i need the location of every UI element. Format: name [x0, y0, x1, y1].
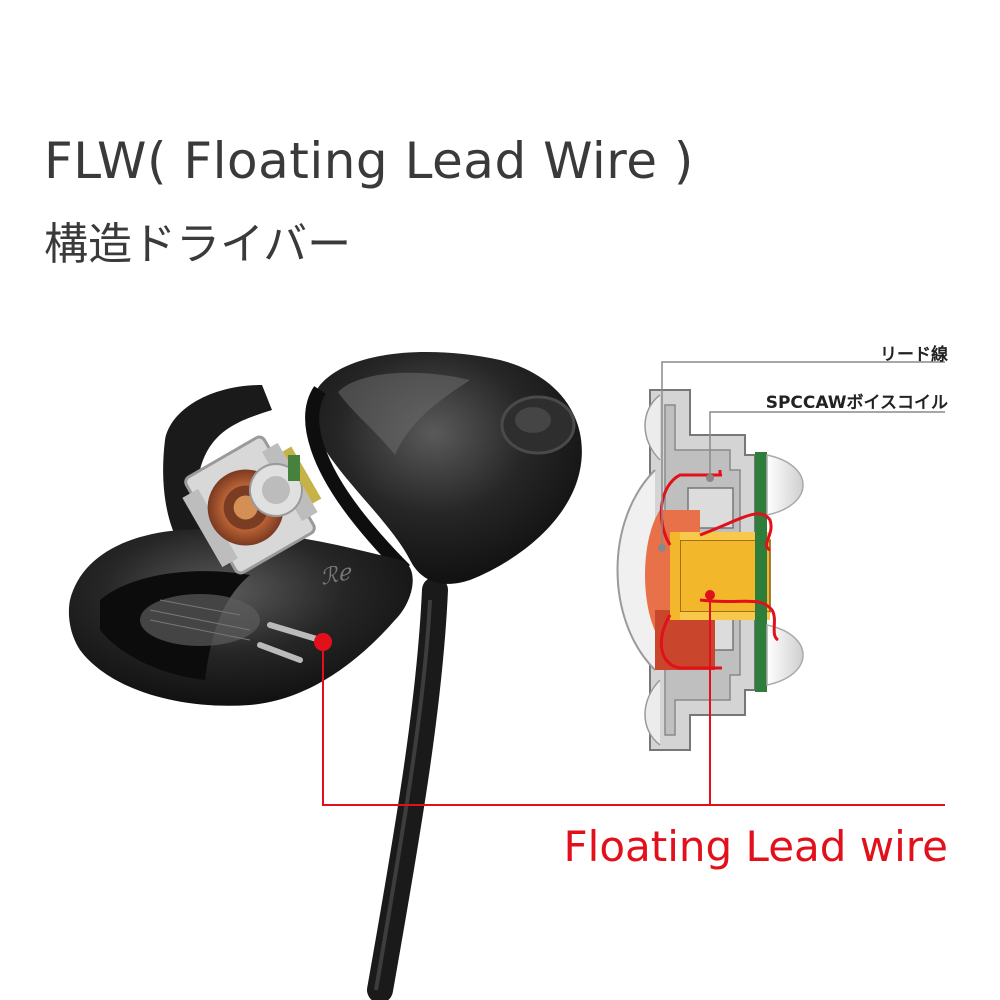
- earphone-cable: [367, 577, 448, 1000]
- diagram-subtitle: 構造ドライバー: [44, 219, 352, 270]
- terminal-dome-top: [766, 454, 804, 516]
- earphone-illustration: ℛℯ: [68, 352, 582, 1000]
- driver-cross-section: [616, 389, 804, 751]
- terminal-dome-bottom: [766, 624, 804, 686]
- driver-unit: [182, 435, 322, 575]
- voice-coil-label: SPCCAWボイスコイル: [765, 393, 948, 413]
- floating-lead-wire-label: Floating Lead wire: [563, 822, 948, 871]
- diagram-title: FLW( Floating Lead Wire ): [44, 132, 694, 190]
- pcb-board: [755, 452, 767, 692]
- lead-wire-bottom: [659, 614, 722, 670]
- callout-lines: [314, 361, 945, 806]
- lead-wire-top-right: [699, 512, 773, 552]
- earphone-marker-dot: [314, 633, 332, 651]
- lead-wire-bottom-right: [699, 598, 780, 642]
- floating-wire-leader: [322, 642, 945, 806]
- lead-wire-label: リード線: [880, 345, 948, 365]
- floating-wire-point: [705, 590, 715, 600]
- diaphragm: [616, 469, 656, 671]
